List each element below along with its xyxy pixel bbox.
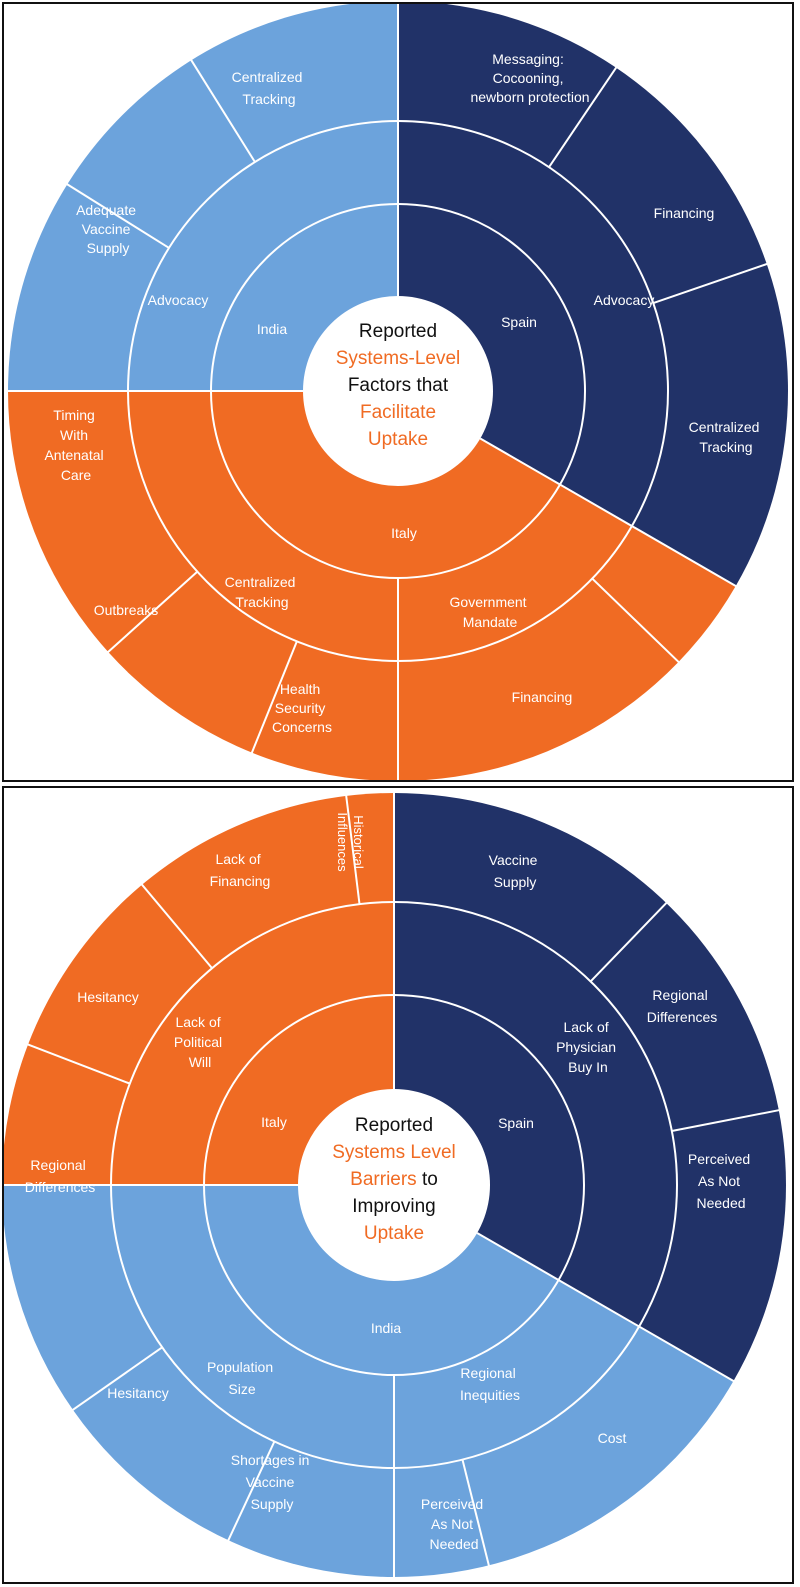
outer-separator — [139, 882, 213, 969]
center-circle — [303, 296, 493, 486]
country-separator — [476, 1232, 736, 1383]
outer-separator — [65, 182, 170, 249]
sector-italy-outer — [8, 391, 736, 780]
outer-separator — [671, 1108, 781, 1132]
outer-india-perceived-not-needed: Perceived As Not Needed — [421, 1496, 487, 1552]
outer-separator — [250, 640, 298, 755]
country-separator — [479, 437, 738, 588]
center-line-4: Facilitate — [360, 402, 436, 423]
middle-italy-centralized-tracking: Centralized Tracking — [225, 574, 300, 610]
outer-italy-hesitancy: Hesitancy — [77, 989, 138, 1005]
outer-italy-lack-of-financing: Lack of Financing — [210, 851, 271, 889]
center-line-3: Barriers to — [350, 1169, 438, 1190]
outer-separator — [548, 65, 619, 168]
center-title: Reported Systems-Level Factors that Faci… — [336, 321, 461, 450]
country-spain: Spain — [501, 314, 537, 330]
outer-separator — [591, 577, 681, 665]
barriers-sunburst: Italy Spain India Lack of Political Will… — [4, 791, 786, 1579]
outer-separator — [589, 900, 669, 983]
outer-india-adequate-vaccine-supply: Adequate Vaccine Supply — [76, 202, 140, 256]
outer-india-cost: Cost — [598, 1430, 627, 1446]
outer-india-timing-antenatal: Timing With Antenatal Care — [44, 407, 107, 483]
outer-spain-vaccine-supply: Vaccine Supply — [489, 852, 542, 890]
outer-separator — [189, 58, 256, 163]
country-india: India — [371, 1320, 402, 1336]
outer-separator — [25, 1042, 131, 1085]
outer-separator — [106, 570, 199, 655]
country-italy: Italy — [391, 525, 417, 541]
sector-italy-outer — [4, 793, 394, 1185]
sector-spain-outer — [398, 4, 788, 586]
country-india: India — [257, 321, 288, 337]
center-barriers-word: Barriers — [350, 1169, 417, 1190]
separators — [4, 791, 781, 1579]
middle-spain-advocacy: Advocacy — [594, 292, 655, 308]
barriers-panel: Italy Spain India Lack of Political Will… — [2, 786, 794, 1584]
historical-line-2: Influences — [335, 812, 350, 872]
center-line-4: Improving — [352, 1196, 435, 1217]
outer-italy-outbreaks: Outbreaks — [94, 602, 159, 618]
sector-spain-outer — [394, 793, 786, 1381]
middle-spain-physician-buy-in: Lack of Physician Buy In — [556, 1019, 620, 1075]
outer-separator — [226, 1441, 276, 1543]
center-line-2: Systems-Level — [336, 348, 461, 369]
sector-india-outer — [4, 1185, 734, 1577]
outer-separator — [652, 262, 769, 305]
separators — [6, 4, 769, 780]
outer-spain-regional-differences: Regional Differences — [647, 987, 718, 1025]
center-line-5: Uptake — [364, 1223, 424, 1244]
outer-spain-financing: Financing — [654, 205, 715, 221]
outer-india-shortages: Shortages in Vaccine Supply — [231, 1452, 314, 1512]
outer-spain-messaging: Messaging: Cocooning, newborn protection — [470, 51, 589, 105]
middle-india-population-size: Population Size — [207, 1359, 277, 1397]
historical-line-1: Historical — [351, 815, 366, 869]
outer-india-centralized-tracking: Centralized Tracking — [232, 69, 307, 107]
outer-separator — [461, 1459, 491, 1568]
outer-italy-regional-differences: Regional Differences — [25, 1157, 96, 1195]
outer-separator — [344, 793, 361, 905]
country-spain: Spain — [498, 1115, 534, 1131]
facilitators-panel: India Spain Italy Advocacy Advocacy Cent… — [2, 2, 794, 782]
middle-italy-government-mandate: Government Mandate — [450, 594, 531, 630]
middle-india-regional-inequities: Regional Inequities — [460, 1365, 520, 1403]
center-line-2: Systems Level — [332, 1142, 456, 1163]
center-title: Reported Systems Level Barriers to Impro… — [332, 1115, 456, 1244]
country-italy: Italy — [261, 1114, 287, 1130]
outer-spain-centralized-tracking: Centralized Tracking — [689, 419, 764, 455]
outer-spain-perceived-not-needed: Perceived As Not Needed — [688, 1151, 754, 1211]
center-line-3: Factors that — [348, 375, 449, 396]
outer-india-hesitancy: Hesitancy — [107, 1385, 168, 1401]
center-line-1: Reported — [359, 321, 437, 342]
outer-italy-historical-influences: Historical Influences — [335, 812, 366, 872]
outer-separator — [70, 1346, 163, 1412]
sector-india-outer — [8, 4, 398, 391]
center-line-5: Uptake — [368, 429, 428, 450]
center-line-1: Reported — [355, 1115, 433, 1136]
center-to-word: to — [417, 1169, 438, 1190]
outer-italy-health-security: Health Security Concerns — [272, 681, 332, 735]
center-circle — [298, 1089, 490, 1281]
middle-italy-political-will: Lack of Political Will — [174, 1014, 226, 1070]
middle-india-advocacy: Advocacy — [148, 292, 209, 308]
outer-italy-financing: Financing — [512, 689, 573, 705]
facilitators-sunburst: India Spain Italy Advocacy Advocacy Cent… — [6, 4, 788, 780]
